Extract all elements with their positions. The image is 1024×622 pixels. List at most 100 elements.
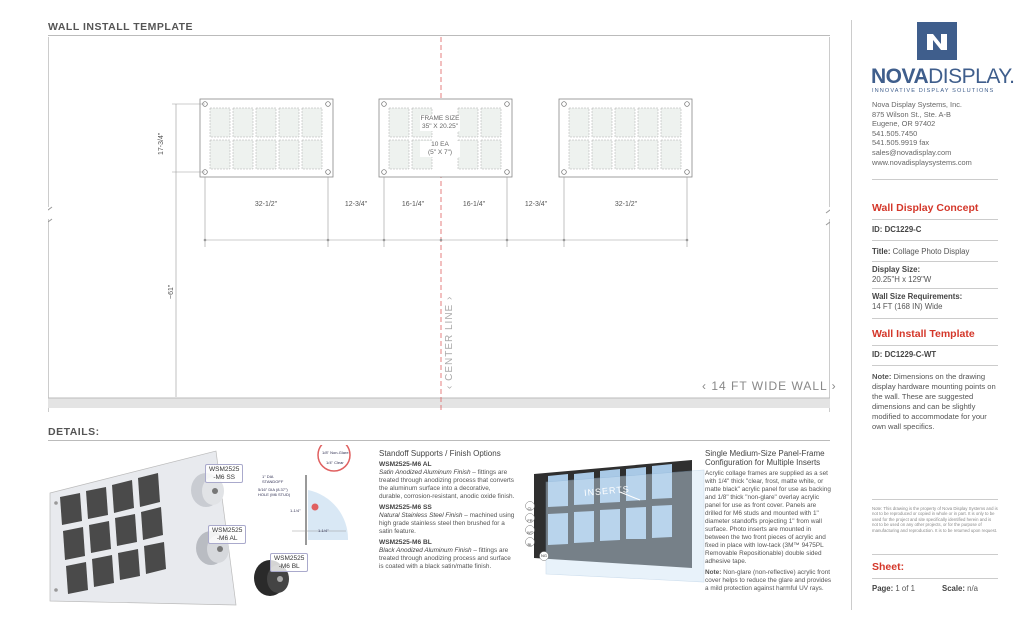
display-size-label: Display Size: xyxy=(872,265,920,275)
frame-center xyxy=(378,98,513,178)
template-note: Note: Dimensions on the drawing display … xyxy=(872,372,1000,432)
concept-id-label: ID: xyxy=(872,225,883,234)
frame-size-value: 35" X 20.25" xyxy=(421,123,459,130)
brand-logo-icon xyxy=(917,22,957,60)
panel-text: Acrylic collage frames are supplied as a… xyxy=(705,470,831,565)
layer-fr: FR xyxy=(527,518,533,523)
part-bl-line2: -M6 BL xyxy=(278,562,300,570)
company-website[interactable]: www.novadisplaysystems.com xyxy=(872,157,972,167)
option-bl-desc: – fittings are treated through anodizing… xyxy=(379,547,511,570)
panel-config: Single Medium-Size Panel-Frame Configura… xyxy=(705,449,833,596)
template-heading: Wall Install Template xyxy=(872,328,975,340)
chevron-right-icon: › xyxy=(444,295,455,304)
layer-labels: CL FR WT BL xyxy=(527,503,533,551)
template-note-text: Dimensions on the drawing display hardwa… xyxy=(872,372,996,431)
sidebar-rule xyxy=(872,288,998,289)
clear-callout: 1/4" Clear xyxy=(326,460,344,465)
chevron-left-icon: ‹ xyxy=(702,379,712,393)
standoff-illustration xyxy=(49,445,352,606)
concept-id-value: DC1229-C xyxy=(884,225,922,234)
frame-left xyxy=(199,98,334,178)
wall-width-label: ‹ 14 FT WIDE WALL › xyxy=(702,379,837,393)
dim-center-right: 16-1/4" xyxy=(460,201,488,208)
brand-tagline: INNOVATIVE DISPLAY SOLUTIONS xyxy=(872,88,995,94)
dim-right-gap: 12-3/4" xyxy=(522,201,550,208)
template-id: ID: DC1229-C-WT xyxy=(872,350,936,360)
company-name: Nova Display Systems, Inc. xyxy=(872,100,962,109)
dim-center-left: 16-1/4" xyxy=(399,201,427,208)
part-label-al: WSM2525 -M6 AL xyxy=(208,525,247,544)
panel-heading: Single Medium-Size Panel-Frame Configura… xyxy=(705,449,825,467)
option-al: Satin Anodized Aluminum Finish – fitting… xyxy=(379,469,515,501)
option-bl: Black Anodized Aluminum Finish – fitting… xyxy=(379,547,515,571)
sidebar-rule xyxy=(872,499,998,500)
company-phone: 541.505.7450 xyxy=(872,128,918,138)
brand-name: NOVADISPLAY. xyxy=(871,65,1015,89)
dim-right-frame: 32-1/2" xyxy=(612,201,640,208)
option-bl-finish: Black Anodized Aluminum Finish xyxy=(379,547,472,554)
frames-svg xyxy=(199,98,693,178)
title-label: Title: xyxy=(872,247,891,256)
frame-right xyxy=(558,98,693,178)
page-label: Page: xyxy=(872,584,894,593)
depth-label: 1-1/4" xyxy=(290,508,301,513)
hole-label: 5/16" DIA (8.37") HOLE (M6 STUD) xyxy=(258,487,291,497)
dim-left-frame: 32-1/2" xyxy=(252,201,280,208)
sidebar-rule xyxy=(872,578,998,579)
wall-svg xyxy=(48,37,830,412)
option-ss: Natural Stainless Steel Finish – machine… xyxy=(379,512,515,536)
inserts-count: 10 EA xyxy=(431,141,449,148)
dimension-svg xyxy=(172,103,689,397)
option-al-finish: Satin Anodized Aluminum Finish xyxy=(379,469,471,476)
layer-ng: NG xyxy=(541,553,547,558)
sheet-heading: Sheet: xyxy=(872,561,905,573)
concept-heading: Wall Display Concept xyxy=(872,202,979,214)
company-email[interactable]: sales@novadisplay.com xyxy=(872,147,952,157)
chevron-right-icon: › xyxy=(827,379,837,393)
inserts-size: (5" X 7") xyxy=(427,149,453,156)
wall-req-label-text: Wall Size Requirements: xyxy=(872,292,963,301)
option-ss-finish: Natural Stainless Steel Finish xyxy=(379,512,463,519)
company-fax: 541.505.9919 fax xyxy=(872,138,930,148)
inserts-label: 10 EA (5" X 7") xyxy=(420,141,460,157)
layer-cl: CL xyxy=(527,506,533,511)
scale-value: n/a xyxy=(967,584,978,593)
wall-drawing: 17-3/4" ~61" 32-1/2" 12-3/4" 16-1/4" 16-… xyxy=(48,37,836,412)
legal-fine-print: Note: This drawing is the property of No… xyxy=(872,506,998,533)
template-note-label: Note: xyxy=(872,372,892,381)
wall-req-value: 14 FT (168 IN) Wide xyxy=(872,302,943,311)
wall-width-text: 14 FT WIDE WALL xyxy=(711,379,828,393)
template-id-value: DC1229-C-WT xyxy=(884,350,937,359)
part-ss-line2: -M6 SS xyxy=(213,473,236,481)
details-section-title: DETAILS: xyxy=(48,426,100,438)
brand-light: DISPLAY. xyxy=(928,65,1015,88)
part-ss-line1: WSM2525 xyxy=(209,466,240,473)
sidebar-rule xyxy=(872,345,998,346)
panel-note: Note: Non-glare (non-reflective) acrylic… xyxy=(705,569,833,593)
layer-bl: BL xyxy=(527,542,533,547)
title-value: Collage Photo Display xyxy=(892,247,970,256)
page-value: 1 of 1 xyxy=(895,584,915,593)
center-line-text: CENTER LINE xyxy=(444,303,455,381)
sidebar-divider xyxy=(851,20,852,610)
layer-wt: WT xyxy=(527,530,534,535)
option-sku-bl: WSM2525-M6 BL xyxy=(379,539,432,546)
dim-left-gap: 12-3/4" xyxy=(342,201,370,208)
standoff-diameter-label: 1" DIA STANDOFF xyxy=(262,474,284,484)
panel-note-label: Note: xyxy=(705,569,722,576)
install-section-title: WALL INSTALL TEMPLATE xyxy=(48,21,194,33)
standoff-heading: Standoff Supports / Finish Options xyxy=(379,449,501,458)
height-dimension: 17-3/4" xyxy=(158,132,165,155)
wall-req-label: Wall Size Requirements: xyxy=(872,292,962,302)
chevron-left-icon: ‹ xyxy=(444,380,455,389)
frame-size-title: FRAME SIZE xyxy=(420,115,460,122)
title-row: Title: Collage Photo Display xyxy=(872,247,969,257)
frame-size-label: FRAME SIZE 35" X 20.25" xyxy=(420,115,460,131)
title-block: NOVADISPLAY. INNOVATIVE DISPLAY SOLUTION… xyxy=(851,20,1015,610)
scale: Scale: n/a xyxy=(942,584,978,593)
part-label-bl: WSM2525 -M6 BL xyxy=(270,553,309,572)
sidebar-rule xyxy=(872,219,998,220)
option-sku-al: WSM2525-M6 AL xyxy=(379,461,432,468)
part-al-line2: -M6 AL xyxy=(216,534,238,542)
details-title-rule xyxy=(48,440,830,441)
